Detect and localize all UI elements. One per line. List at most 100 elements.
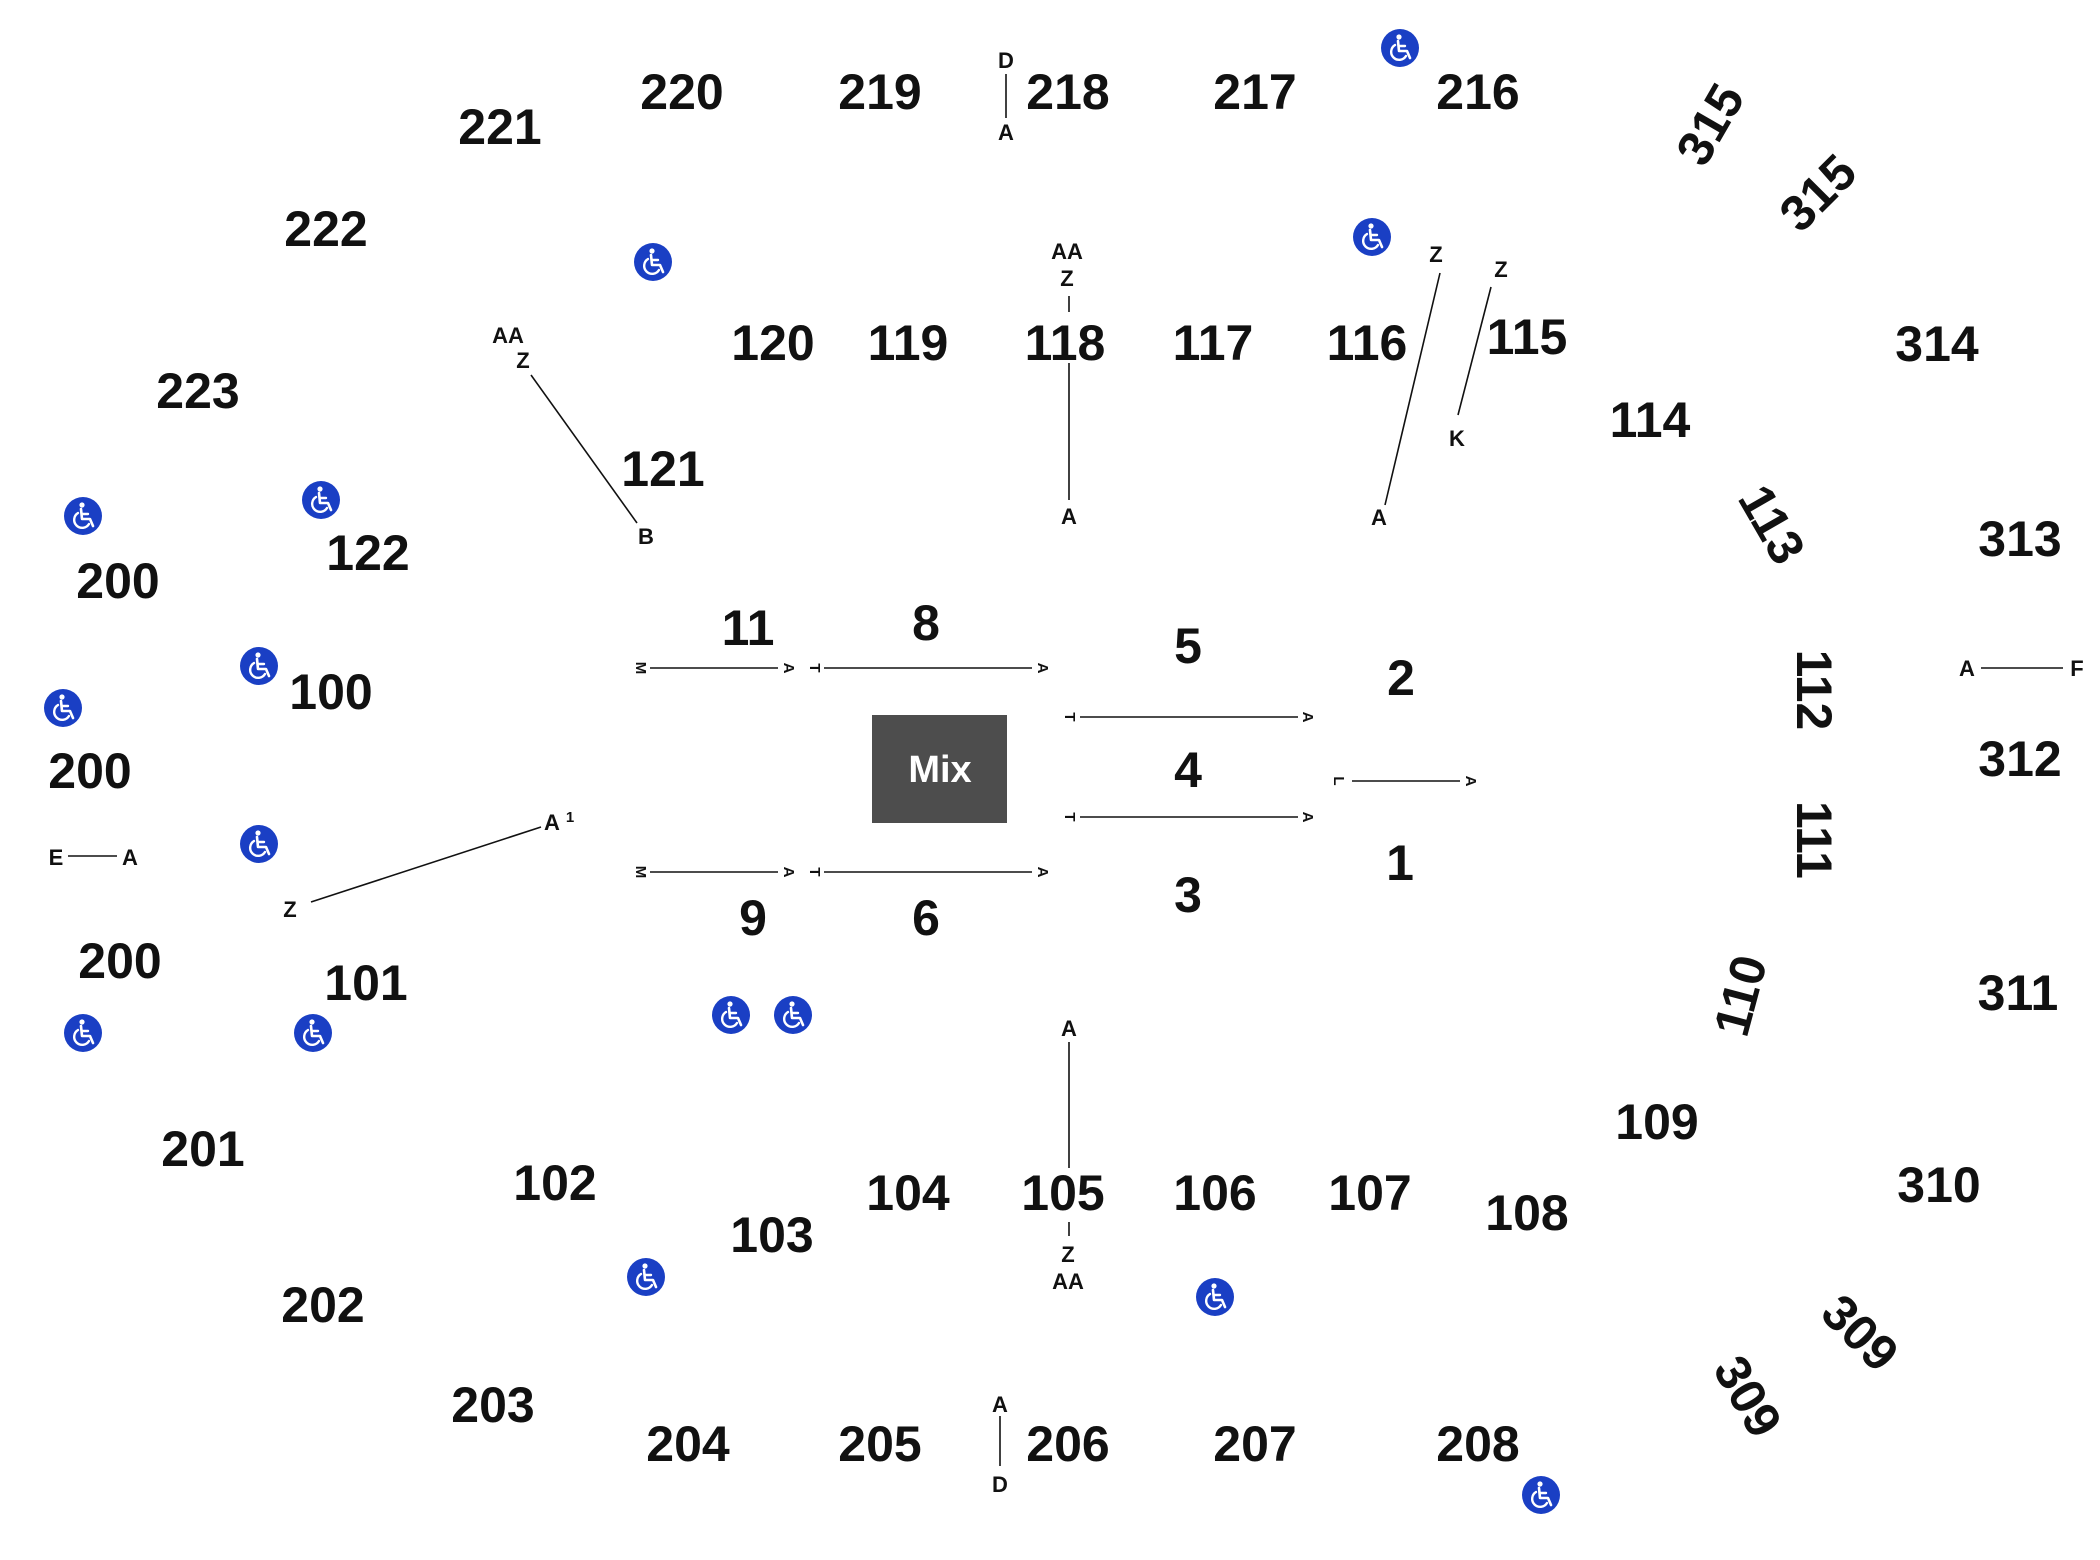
section-113[interactable]: 113 bbox=[1727, 476, 1816, 574]
wheelchair-icon[interactable] bbox=[62, 1012, 104, 1054]
row-label: AA bbox=[492, 323, 524, 348]
row-label: B bbox=[638, 524, 654, 549]
row-label: A bbox=[544, 810, 560, 835]
wheelchair-icon[interactable] bbox=[632, 241, 674, 283]
section-202[interactable]: 202 bbox=[281, 1277, 364, 1333]
section-115[interactable]: 115 bbox=[1487, 309, 1568, 365]
section-218[interactable]: 218 bbox=[1026, 64, 1109, 120]
row-label: L bbox=[1330, 776, 1347, 785]
section-205[interactable]: 205 bbox=[838, 1416, 921, 1472]
section-220[interactable]: 220 bbox=[640, 64, 723, 120]
section-102[interactable]: 102 bbox=[513, 1155, 596, 1211]
section-119[interactable]: 119 bbox=[868, 315, 949, 371]
section-109[interactable]: 109 bbox=[1615, 1094, 1698, 1150]
section-315-inner[interactable]: 315 bbox=[1665, 74, 1755, 174]
section-200-lower[interactable]: 200 bbox=[78, 933, 161, 989]
section-120[interactable]: 120 bbox=[731, 315, 814, 371]
section-221[interactable]: 221 bbox=[458, 99, 541, 155]
wheelchair-icon[interactable] bbox=[1379, 27, 1421, 69]
section-106[interactable]: 106 bbox=[1173, 1165, 1256, 1221]
wheelchair-icon[interactable] bbox=[300, 479, 342, 521]
row-label: AA bbox=[1052, 1269, 1084, 1294]
wheelchair-icon[interactable] bbox=[62, 495, 104, 537]
floor-section-5[interactable]: 5 bbox=[1174, 618, 1202, 674]
section-310[interactable]: 310 bbox=[1897, 1157, 1980, 1213]
section-216[interactable]: 216 bbox=[1436, 64, 1519, 120]
section-309-inner[interactable]: 309 bbox=[1703, 1346, 1793, 1446]
section-219[interactable]: 219 bbox=[838, 64, 921, 120]
row-label: E bbox=[49, 845, 64, 870]
wheelchair-icon[interactable] bbox=[710, 994, 752, 1036]
wheelchair-icon[interactable] bbox=[238, 823, 280, 865]
section-206[interactable]: 206 bbox=[1026, 1416, 1109, 1472]
row-label: A bbox=[1034, 663, 1051, 674]
section-112[interactable]: 112 bbox=[1786, 650, 1842, 731]
section-105[interactable]: 105 bbox=[1021, 1165, 1104, 1221]
row-label: A bbox=[1061, 1016, 1077, 1041]
mix-booth bbox=[872, 715, 1007, 823]
section-101[interactable]: 101 bbox=[324, 955, 407, 1011]
section-110[interactable]: 110 bbox=[1703, 949, 1778, 1041]
section-108[interactable]: 108 bbox=[1485, 1185, 1568, 1241]
wheelchair-icon[interactable] bbox=[1520, 1474, 1562, 1516]
section-312[interactable]: 312 bbox=[1978, 731, 2061, 787]
section-121[interactable]: 121 bbox=[621, 441, 704, 497]
floor-section-11[interactable]: 11 bbox=[722, 600, 775, 656]
wheelchair-icon[interactable] bbox=[238, 645, 280, 687]
section-204[interactable]: 204 bbox=[646, 1416, 730, 1472]
row-label: T bbox=[1061, 712, 1078, 721]
section-207[interactable]: 207 bbox=[1213, 1416, 1296, 1472]
row-label: M bbox=[632, 662, 649, 675]
section-111[interactable]: 111 bbox=[1786, 801, 1842, 879]
section-313[interactable]: 313 bbox=[1978, 511, 2061, 567]
section-314[interactable]: 314 bbox=[1895, 316, 1979, 372]
floor-section-4[interactable]: 4 bbox=[1174, 742, 1202, 798]
row-label: A bbox=[1034, 867, 1051, 878]
section-104[interactable]: 104 bbox=[866, 1165, 950, 1221]
section-217[interactable]: 217 bbox=[1213, 64, 1296, 120]
wheelchair-icon[interactable] bbox=[292, 1012, 334, 1054]
row-label: K bbox=[1449, 426, 1465, 451]
section-203[interactable]: 203 bbox=[451, 1377, 534, 1433]
row-label: Z bbox=[1061, 1242, 1074, 1267]
section-116[interactable]: 116 bbox=[1327, 315, 1408, 371]
floor-section-9[interactable]: 9 bbox=[739, 890, 767, 946]
row-label: F bbox=[2070, 656, 2083, 681]
section-117[interactable]: 117 bbox=[1173, 315, 1254, 371]
section-107[interactable]: 107 bbox=[1328, 1165, 1411, 1221]
section-200-upper[interactable]: 200 bbox=[76, 553, 159, 609]
floor-section-6[interactable]: 6 bbox=[912, 890, 940, 946]
wheelchair-icon[interactable] bbox=[1351, 216, 1393, 258]
wheelchair-icon[interactable] bbox=[1194, 1276, 1236, 1318]
section-222[interactable]: 222 bbox=[284, 201, 367, 257]
floor-section-1[interactable]: 1 bbox=[1386, 835, 1414, 891]
floor-section-2[interactable]: 2 bbox=[1387, 650, 1415, 706]
wheelchair-icon[interactable] bbox=[625, 1256, 667, 1298]
section-201[interactable]: 201 bbox=[161, 1121, 244, 1177]
section-208[interactable]: 208 bbox=[1436, 1416, 1519, 1472]
row-label: D bbox=[992, 1472, 1008, 1497]
floor-section-8[interactable]: 8 bbox=[912, 595, 940, 651]
row-indicators: D A A D AA Z A A Z AA AA Z B Z A Z K A 1… bbox=[49, 48, 2084, 1497]
row-label: Z bbox=[1429, 242, 1442, 267]
section-114[interactable]: 114 bbox=[1610, 392, 1691, 448]
wheelchair-icon[interactable] bbox=[772, 994, 814, 1036]
row-label: A bbox=[992, 1392, 1008, 1417]
floor-section-3[interactable]: 3 bbox=[1174, 867, 1202, 923]
section-103[interactable]: 103 bbox=[730, 1207, 813, 1263]
section-223[interactable]: 223 bbox=[156, 363, 239, 419]
section-200-middle[interactable]: 200 bbox=[48, 743, 131, 799]
row-label: D bbox=[998, 48, 1014, 73]
row-label: Z bbox=[516, 348, 529, 373]
row-label: T bbox=[1061, 812, 1078, 821]
section-309-outer[interactable]: 309 bbox=[1811, 1284, 1910, 1383]
section-315-outer[interactable]: 315 bbox=[1769, 144, 1868, 243]
wheelchair-icon[interactable] bbox=[42, 687, 84, 729]
row-label: M bbox=[632, 866, 649, 879]
section-118[interactable]: 118 bbox=[1025, 315, 1106, 371]
section-122[interactable]: 122 bbox=[326, 525, 409, 581]
section-100[interactable]: 100 bbox=[289, 664, 372, 720]
section-311[interactable]: 311 bbox=[1978, 965, 2059, 1021]
row-label: A bbox=[1299, 812, 1316, 823]
row-label: A bbox=[1462, 776, 1479, 787]
